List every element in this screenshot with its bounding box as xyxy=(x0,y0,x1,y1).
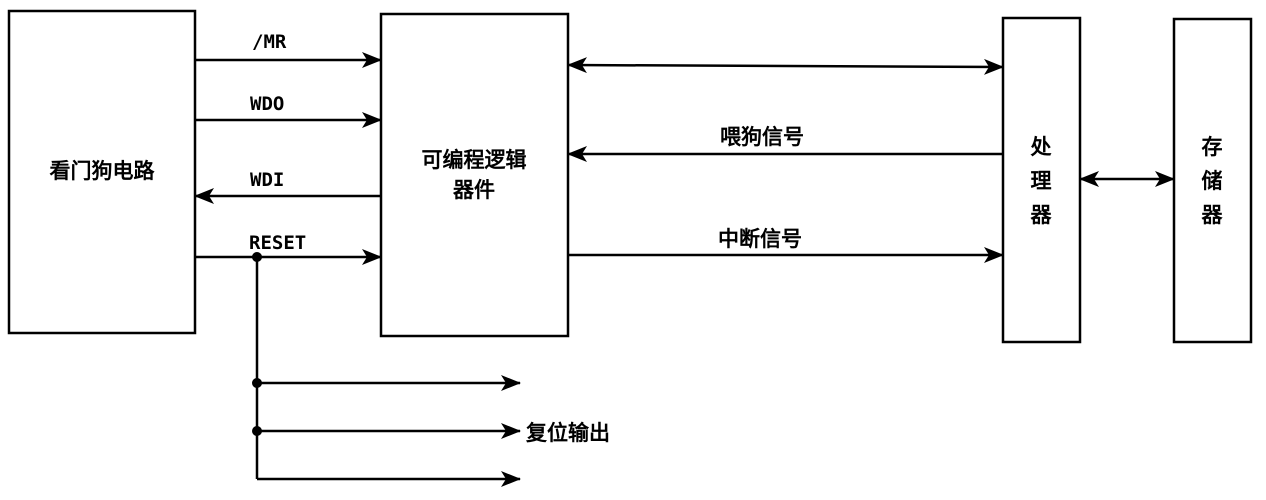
reset-output-label: 复位输出 xyxy=(525,421,610,445)
feed-dog-signal-label: 喂狗信号 xyxy=(720,125,804,149)
wdo-signal-label: WDO xyxy=(250,93,284,115)
interrupt-signal-label: 中断信号 xyxy=(718,227,802,251)
programmable-logic-label-line2: 器件 xyxy=(452,178,495,202)
processor-label-char: 理 xyxy=(1031,169,1052,193)
watchdog-circuit-block xyxy=(7,9,197,335)
programmable-logic-label-line1: 可编程逻辑 xyxy=(422,148,527,172)
bus-bidirectional-arrow xyxy=(567,57,1004,75)
processor-label-char: 器 xyxy=(1030,203,1053,227)
memory-label-char: 储 xyxy=(1202,169,1223,193)
watchdog-circuit-label: 看门狗电路 xyxy=(50,159,156,183)
wdi-signal-label: WDI xyxy=(250,169,284,191)
programmable-logic-block xyxy=(379,12,570,338)
memory-label-char: 器 xyxy=(1201,203,1224,227)
reset-signal-label: RESET xyxy=(249,232,306,254)
processor-label-char: 处 xyxy=(1030,135,1052,159)
reset-branch-junction xyxy=(252,252,262,262)
memory-label-char: 存 xyxy=(1202,135,1223,159)
mr-signal-label: /MR xyxy=(252,31,287,53)
processor-block xyxy=(1001,16,1082,344)
memory-block xyxy=(1172,17,1253,344)
